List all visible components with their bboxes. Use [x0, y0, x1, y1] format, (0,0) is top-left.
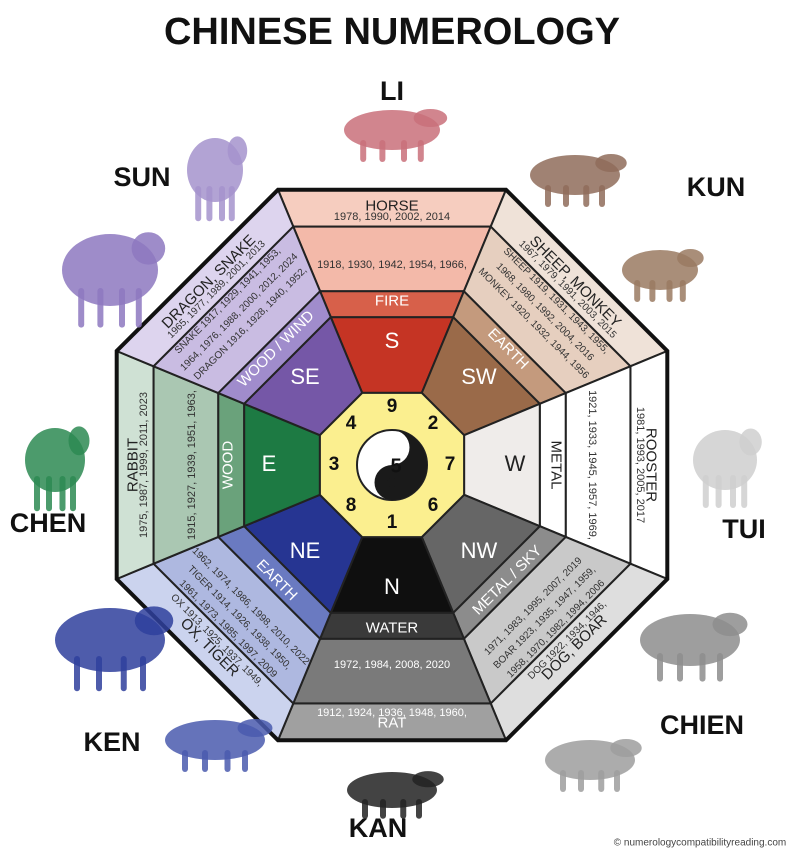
- trigram-label-w: TUI: [722, 514, 766, 544]
- trigram-label-ne: KEN: [83, 727, 140, 757]
- monkey-icon: [622, 249, 704, 302]
- sectors-layer: [114, 187, 670, 743]
- boar-icon: [640, 612, 748, 682]
- years-line-n: 1912, 1924, 1936, 1948, 1960,: [317, 707, 467, 719]
- trigram-label-n: KAN: [349, 813, 408, 843]
- yin-yang-icon: [356, 429, 428, 501]
- direction-label-n: N: [384, 574, 400, 599]
- direction-label-s: S: [385, 328, 400, 353]
- animals-layer: [25, 109, 762, 819]
- trigram-label-se: SUN: [113, 162, 170, 192]
- years-line-w: 1981, 1993, 2005, 2017: [634, 407, 646, 523]
- direction-label-e: E: [262, 451, 277, 476]
- trigram-label-sw: KUN: [687, 172, 746, 202]
- sheep-icon: [530, 154, 627, 207]
- rat-icon: [347, 771, 444, 819]
- element-label-e: WOOD: [219, 441, 236, 489]
- dog-icon: [545, 739, 642, 792]
- direction-label-ne: NE: [290, 538, 321, 563]
- direction-label-nw: NW: [461, 538, 498, 563]
- tiger-icon: [165, 719, 273, 772]
- years-band-n: [291, 637, 493, 705]
- direction-label-se: SE: [290, 364, 319, 389]
- animal-label-n: RAT: [378, 715, 407, 732]
- animal-label-e: RABBIT: [124, 438, 141, 492]
- animal-label-s: HORSE: [365, 197, 418, 214]
- direction-label-sw: SW: [461, 364, 497, 389]
- outer-octagon: [114, 187, 670, 743]
- snake-icon: [187, 136, 248, 222]
- rooster-icon: [693, 428, 762, 508]
- horse-icon: [344, 109, 448, 162]
- years-line-s: 1918, 1930, 1942, 1954, 1966,: [317, 259, 467, 271]
- number-center: 5: [390, 455, 401, 477]
- rabbit-icon: [25, 426, 90, 512]
- years-line-w: 1921, 1933, 1945, 1957, 1969,: [586, 390, 598, 540]
- trigram-label-nw: CHIEN: [660, 710, 744, 740]
- years-line-s: 1978, 1990, 2002, 2014: [334, 211, 450, 223]
- years-line-e: 1915, 1927, 1939, 1951, 1963,: [186, 390, 198, 540]
- trigram-label-s: LI: [380, 76, 404, 106]
- number-ne: 8: [346, 495, 357, 516]
- number-n: 1: [387, 512, 398, 533]
- number-sw: 2: [428, 413, 439, 434]
- direction-label-w: W: [505, 451, 526, 476]
- animal-label-w: ROOSTER: [643, 428, 660, 502]
- number-s: 9: [387, 396, 398, 417]
- page-title: CHINESE NUMEROLOGY: [164, 11, 620, 53]
- dragon-icon: [62, 232, 166, 328]
- element-label-w: METAL: [548, 441, 565, 490]
- number-nw: 6: [428, 495, 439, 516]
- trigram-label-e: CHEN: [10, 508, 87, 538]
- credit-text: © numerologycompatibilityreading.com: [614, 838, 786, 849]
- number-w: 7: [445, 454, 456, 475]
- element-label-n: WATER: [366, 620, 419, 637]
- number-e: 3: [329, 454, 340, 475]
- years-line-e: 1975, 1987, 1999, 2011, 2023: [138, 392, 150, 538]
- ox-icon: [55, 606, 174, 692]
- element-label-s: FIRE: [375, 292, 409, 309]
- number-se: 4: [346, 413, 357, 434]
- years-line-n: 1972, 1984, 2008, 2020: [334, 659, 450, 671]
